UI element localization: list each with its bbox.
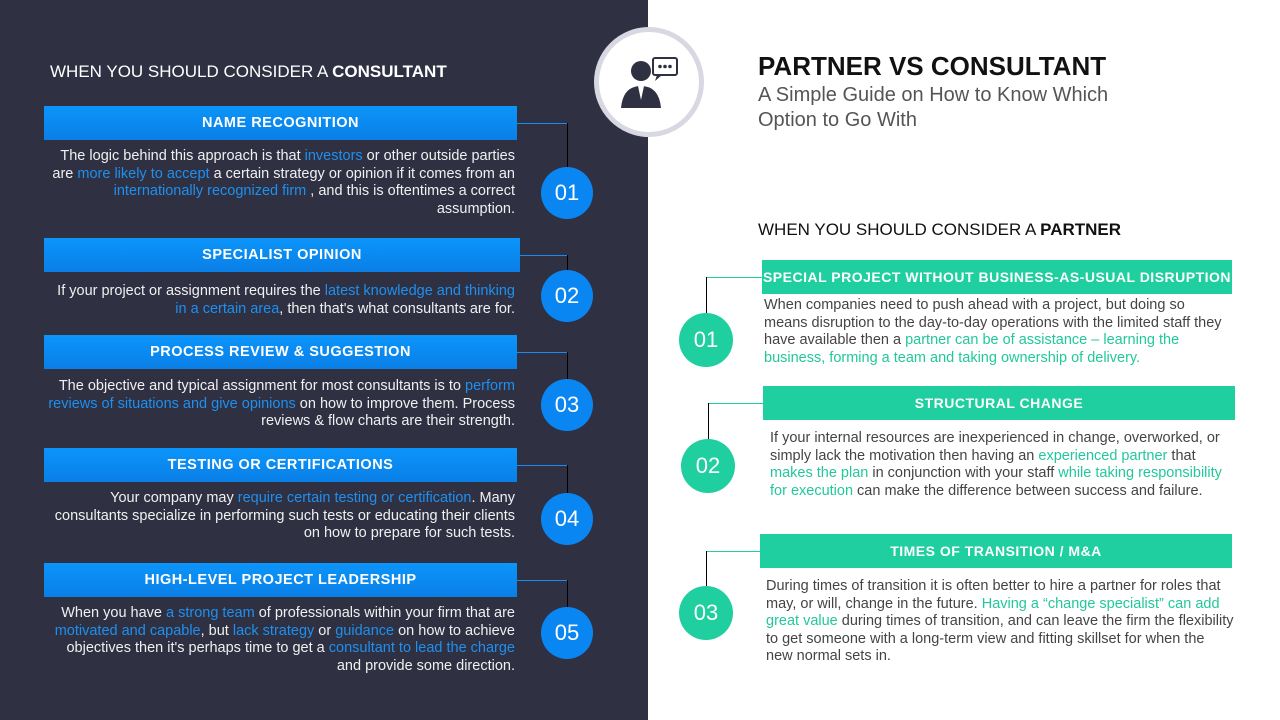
consultant-item-title: TESTING OR CERTIFICATIONS xyxy=(44,448,517,482)
connector-line xyxy=(567,580,568,607)
connector-line xyxy=(517,123,567,124)
text-segment: The logic behind this approach is that xyxy=(60,148,305,164)
text-segment: , and this is oftentimes a correct assum… xyxy=(306,183,515,217)
connector-line xyxy=(708,403,763,404)
partner-item-text: During times of transition it is often b… xyxy=(766,578,1234,666)
consultant-item-title: SPECIALIST OPINION xyxy=(44,238,520,272)
connector-line xyxy=(706,551,760,552)
text-segment: If your project or assignment requires t… xyxy=(57,283,325,299)
highlight-text: while taking responsibility for executio… xyxy=(770,465,1222,499)
step-number-badge: 04 xyxy=(541,493,593,545)
step-number-badge: 01 xyxy=(541,167,593,219)
text-segment: on how to achieve objectives then it's p… xyxy=(66,622,515,657)
text-segment: When companies need to push ahead with a… xyxy=(764,297,1222,348)
consultant-item-text: If your project or assignment requires t… xyxy=(45,283,515,318)
consultant-item-text: The logic behind this approach is that i… xyxy=(45,148,515,218)
highlight-text: investors xyxy=(304,148,363,164)
text-segment: on how to improve them. Process reviews … xyxy=(261,395,515,430)
partner-item-text: If your internal resources are inexperie… xyxy=(770,430,1238,500)
connector-line xyxy=(567,352,568,379)
text-segment: of professionals within your firm that a… xyxy=(254,605,515,621)
highlight-text: more likely to accept xyxy=(77,165,210,182)
highlight-text: motivated and capable xyxy=(54,622,201,639)
partner-item-text: When companies need to push ahead with a… xyxy=(764,297,1232,367)
text-segment: . Many consultants specialize in perform… xyxy=(54,490,515,541)
highlight-text: latest knowledge and thinking in a certa… xyxy=(175,283,515,317)
partner-item-title: STRUCTURAL CHANGE xyxy=(763,386,1235,420)
highlight-text: consultant to lead the charge xyxy=(328,640,515,656)
text-segment: or xyxy=(314,622,336,639)
step-number-badge: 02 xyxy=(541,270,593,322)
highlight-text: makes the plan xyxy=(770,465,869,481)
text-segment: during times of transition, and can leav… xyxy=(766,613,1234,664)
step-number-badge: 02 xyxy=(681,439,735,493)
consultant-item-title: PROCESS REVIEW & SUGGESTION xyxy=(44,335,517,369)
consultant-item-title: HIGH-LEVEL PROJECT LEADERSHIP xyxy=(44,563,517,597)
connector-line xyxy=(517,352,567,353)
consultant-heading: WHEN YOU SHOULD CONSIDER A CONSULTANT xyxy=(50,62,447,81)
consultant-item-text: Your company may require certain testing… xyxy=(45,490,515,543)
text-segment: in conjunction with your staff xyxy=(868,465,1059,481)
text-segment: , but xyxy=(200,622,233,639)
highlight-text: internationally recognized firm xyxy=(113,183,307,199)
header-icon-ring xyxy=(594,27,704,137)
step-number-badge: 03 xyxy=(679,586,733,640)
highlight-text: a strong team xyxy=(166,605,255,621)
connector-line xyxy=(706,277,707,313)
text-segment: or other outside parties are xyxy=(52,148,515,182)
text-segment: During times of transition it is often b… xyxy=(766,578,1221,612)
connector-line xyxy=(706,551,707,586)
text-segment: Your company may xyxy=(110,490,238,506)
connector-line xyxy=(517,465,567,466)
highlight-text: partner can be of assistance – learning … xyxy=(764,332,1180,366)
consultant-item-text: When you have a strong team of professio… xyxy=(45,605,515,675)
text-segment: a certain strategy or opinion if it come… xyxy=(209,165,515,182)
step-number-badge: 01 xyxy=(679,313,733,367)
page-subtitle: A Simple Guide on How to Know Which Opti… xyxy=(758,84,1109,131)
text-segment: The objective and typical assignment for… xyxy=(58,378,466,394)
consultant-panel: WHEN YOU SHOULD CONSIDER A CONSULTANT NA… xyxy=(0,0,648,720)
highlight-text: Having a “change specialist” can add gre… xyxy=(766,595,1220,630)
text-segment: can make the difference between success … xyxy=(853,482,1203,499)
highlight-text: perform reviews of situations and give o… xyxy=(48,378,515,412)
consultant-item-text: The objective and typical assignment for… xyxy=(45,378,515,431)
highlight-text: lack strategy xyxy=(232,622,315,639)
page-title: PARTNER VS CONSULTANT xyxy=(758,51,1107,81)
step-number-badge: 03 xyxy=(541,379,593,431)
highlight-text: require certain testing or certification xyxy=(237,490,472,506)
connector-line xyxy=(708,403,709,439)
partner-item-title: TIMES OF TRANSITION / M&A xyxy=(760,534,1232,568)
text-segment: , then that's what consultants are for. xyxy=(279,300,515,317)
connector-line xyxy=(706,277,762,278)
partner-item-title: SPECIAL PROJECT WITHOUT BUSINESS-AS-USUA… xyxy=(762,260,1232,294)
connector-line xyxy=(567,123,568,167)
highlight-text: guidance xyxy=(335,622,395,639)
text-segment: If your internal resources are inexperie… xyxy=(770,430,1220,464)
step-number-badge: 05 xyxy=(541,607,593,659)
highlight-text: experienced partner xyxy=(1038,447,1168,464)
text-segment: and provide some direction. xyxy=(336,657,515,674)
connector-line xyxy=(567,465,568,493)
consultant-chat-icon xyxy=(621,57,678,108)
connector-line xyxy=(517,580,567,581)
connector-line xyxy=(520,255,567,256)
text-segment: that xyxy=(1167,447,1196,464)
consultant-item-title: NAME RECOGNITION xyxy=(44,106,517,140)
partner-heading: WHEN YOU SHOULD CONSIDER A PARTNER xyxy=(758,220,1122,239)
text-segment: When you have xyxy=(61,605,167,621)
connector-line xyxy=(567,255,568,270)
